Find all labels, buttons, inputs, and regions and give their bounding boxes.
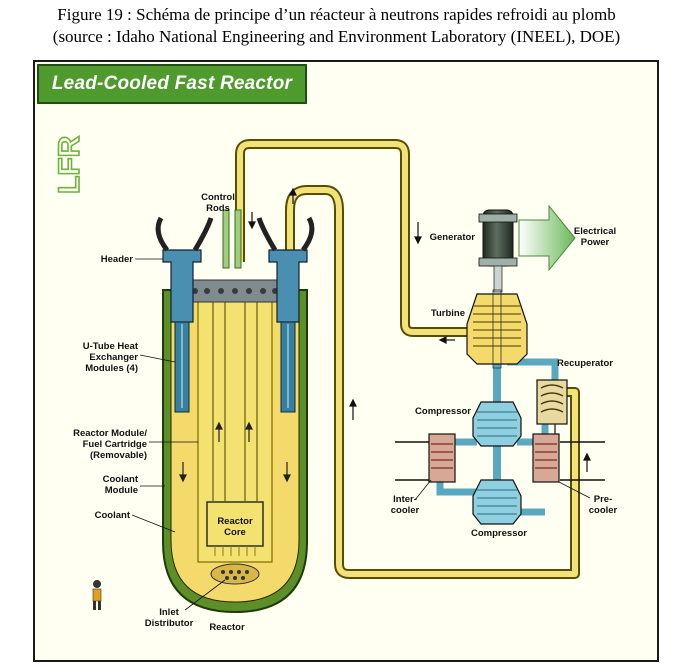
svg-text:Fuel Cartridge: Fuel Cartridge xyxy=(83,439,147,450)
figure-caption: Figure 19 : Schéma de principe d’un réac… xyxy=(0,4,673,48)
svg-text:Inlet: Inlet xyxy=(159,607,179,618)
svg-text:Rods: Rods xyxy=(206,203,230,214)
svg-text:Reactor Module/: Reactor Module/ xyxy=(73,428,147,439)
label-intercooler: Inter- cooler xyxy=(391,494,420,516)
label-reactor: Reactor xyxy=(209,622,245,633)
label-generator: Generator xyxy=(430,232,476,243)
turbine xyxy=(466,289,528,369)
label-turbine: Turbine xyxy=(431,308,465,319)
label-inlet-distributor: Inlet Distributor xyxy=(145,607,194,629)
worker-figure xyxy=(92,580,102,610)
svg-text:Control: Control xyxy=(201,192,235,203)
caption-line-1: Figure 19 : Schéma de principe d’un réac… xyxy=(57,5,616,24)
svg-text:cooler: cooler xyxy=(589,505,618,516)
title-banner: Lead-Cooled Fast Reactor xyxy=(37,64,307,104)
reactor-diagram: LFR xyxy=(52,135,618,633)
svg-text:Reactor: Reactor xyxy=(217,516,253,527)
label-precooler: Pre- cooler xyxy=(589,494,618,516)
svg-text:Power: Power xyxy=(581,237,610,248)
label-reactor-module: Reactor Module/ Fuel Cartridge (Removabl… xyxy=(73,428,147,461)
svg-text:Pre-: Pre- xyxy=(594,494,612,505)
svg-text:Distributor: Distributor xyxy=(145,618,194,629)
label-u-tube: U-Tube Heat Exchanger Modules (4) xyxy=(83,341,139,374)
generator xyxy=(478,209,518,293)
label-compressor-top: Compressor xyxy=(415,406,471,417)
lfr-logo: LFR xyxy=(53,135,86,194)
label-coolant: Coolant xyxy=(95,510,131,521)
diagram-title: Lead-Cooled Fast Reactor xyxy=(51,73,293,94)
caption-line-2: (source : Idaho National Engineering and… xyxy=(52,27,621,46)
recuperator xyxy=(536,379,568,425)
svg-text:Module: Module xyxy=(105,485,138,496)
svg-text:Modules (4): Modules (4) xyxy=(85,363,138,374)
label-header: Header xyxy=(101,254,134,265)
svg-text:cooler: cooler xyxy=(391,505,420,516)
label-control-rods: Control Rods xyxy=(201,192,235,214)
flow-arrows-pipe xyxy=(248,187,591,472)
diagram-frame: Lead-Cooled Fast Reactor LFR xyxy=(33,60,659,662)
precooler xyxy=(532,433,560,483)
electrical-power-arrow xyxy=(518,204,576,272)
label-compressor-bottom: Compressor xyxy=(471,528,527,539)
svg-text:(Removable): (Removable) xyxy=(90,450,147,461)
compressor-top xyxy=(472,401,522,447)
label-reactor-core: Reactor Core xyxy=(217,516,253,538)
svg-text:Coolant: Coolant xyxy=(103,474,139,485)
compressor-bottom xyxy=(472,479,522,525)
svg-text:Electrical: Electrical xyxy=(574,226,616,237)
label-electrical-power: Electrical Power xyxy=(574,226,616,248)
cooling-water-lines xyxy=(395,441,605,481)
reactor-vessel xyxy=(155,209,315,614)
svg-text:Exchanger: Exchanger xyxy=(89,352,138,363)
svg-text:Core: Core xyxy=(224,527,246,538)
svg-text:U-Tube Heat: U-Tube Heat xyxy=(83,341,139,352)
label-coolant-module: Coolant Module xyxy=(103,474,139,496)
label-recuperator: Recuperator xyxy=(557,358,613,369)
svg-text:Inter-: Inter- xyxy=(393,494,417,505)
intercooler xyxy=(428,433,456,483)
